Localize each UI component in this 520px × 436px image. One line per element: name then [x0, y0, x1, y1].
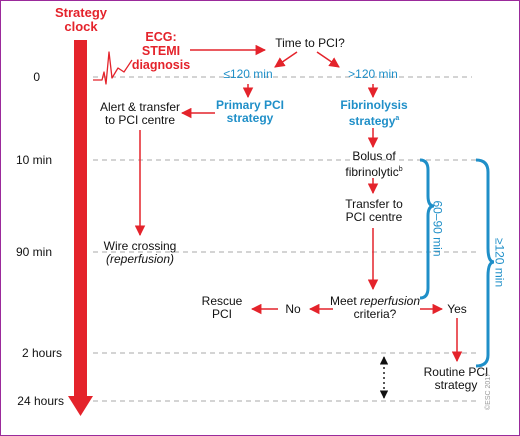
transfer-line1: Transfer to — [345, 197, 403, 211]
fibrinolysis-line1: Fibrinolysis — [340, 98, 408, 112]
arrow-time-to-gt120 — [316, 51, 340, 68]
bracket-60-90-label: 60–90 min — [430, 200, 445, 257]
bolus-line2: fibrinolyticb — [336, 163, 412, 179]
bracket-120-label: ≥120 min — [492, 237, 507, 288]
routine-pci-node: Routine PCI strategy — [414, 366, 498, 392]
bolus-line2-text: fibrinolytic — [345, 165, 399, 179]
le120-label: ≤120 min — [223, 67, 273, 81]
fibrinolysis-line2: strategya — [332, 112, 416, 128]
alert-line2: to PCI centre — [104, 113, 176, 127]
rescue-pci-node: Rescue PCI — [196, 295, 248, 321]
bolus-line1: Bolus of — [352, 149, 396, 163]
transfer-line2: PCI centre — [345, 210, 403, 224]
rescue-line2: PCI — [211, 307, 232, 321]
strategy-clock-title-line2: clock — [64, 19, 98, 34]
time-gridlines — [93, 76, 480, 402]
meet-reperfusion-node: Meet reperfusion criteria? — [328, 295, 422, 321]
primary-pci-strategy: Primary PCI strategy — [210, 99, 290, 125]
flow-arrows — [134, 44, 463, 363]
strategy-clock-arrow — [68, 40, 93, 416]
alert-line1: Alert & transfer — [99, 100, 181, 114]
meet-line2: criteria? — [353, 307, 397, 321]
rescue-line1: Rescue — [201, 294, 243, 308]
transfer-node: Transfer to PCI centre — [336, 198, 412, 224]
time-label-2h: 2 hours — [21, 346, 62, 360]
primary-pci-line1: Primary PCI — [215, 98, 285, 112]
time-label-10min: 10 min — [15, 153, 52, 167]
ecg-stemi-diagnosis: ECG: STEMI diagnosis — [125, 30, 197, 72]
alert-transfer-node: Alert & transfer to PCI centre — [92, 101, 188, 127]
time-label-90min: 90 min — [15, 245, 52, 259]
bolus-node: Bolus of fibrinolyticb — [336, 150, 412, 179]
fibrinolysis-line2-text: strategy — [348, 114, 396, 128]
bolus-footnote: b — [398, 166, 403, 173]
meet-line1: Meet reperfusion — [328, 295, 422, 308]
routine-line1: Routine PCI — [423, 365, 489, 379]
bracket-60-90 — [419, 158, 435, 300]
fibrinolysis-footnote: a — [395, 115, 400, 122]
wire-line2: (reperfusion) — [92, 253, 188, 266]
strategy-clock-title: Strategy clock — [46, 6, 116, 34]
fibrinolysis-strategy: Fibrinolysis strategya — [332, 99, 416, 128]
wire-line1: Wire crossing — [103, 239, 177, 253]
arrow-time-to-le120 — [274, 51, 298, 68]
copyright-label: ©ESC 2017 — [485, 372, 492, 410]
meet-line1-a: Meet — [329, 294, 360, 308]
ecg-line2: STEMI — [141, 44, 181, 58]
wire-line2-italic: (reperfusion) — [105, 252, 175, 266]
no-label: No — [285, 302, 301, 316]
ecg-line3: diagnosis — [131, 58, 191, 72]
yes-label: Yes — [447, 302, 467, 316]
time-label-24h: 24 hours — [17, 394, 64, 408]
wire-crossing-node: Wire crossing (reperfusion) — [92, 240, 188, 266]
time-label-0: 0 — [33, 70, 40, 84]
primary-pci-line2: strategy — [226, 111, 274, 125]
routine-line2: strategy — [434, 378, 478, 392]
time-to-pci-node: Time to PCI? — [275, 36, 345, 50]
bracket-120 — [475, 158, 495, 368]
ecg-line1: ECG: — [145, 30, 177, 44]
meet-line1-b: reperfusion — [359, 294, 421, 308]
gt120-label: >120 min — [348, 67, 398, 81]
strategy-clock-title-line1: Strategy — [54, 5, 108, 20]
ecg-trace-icon — [93, 51, 133, 85]
